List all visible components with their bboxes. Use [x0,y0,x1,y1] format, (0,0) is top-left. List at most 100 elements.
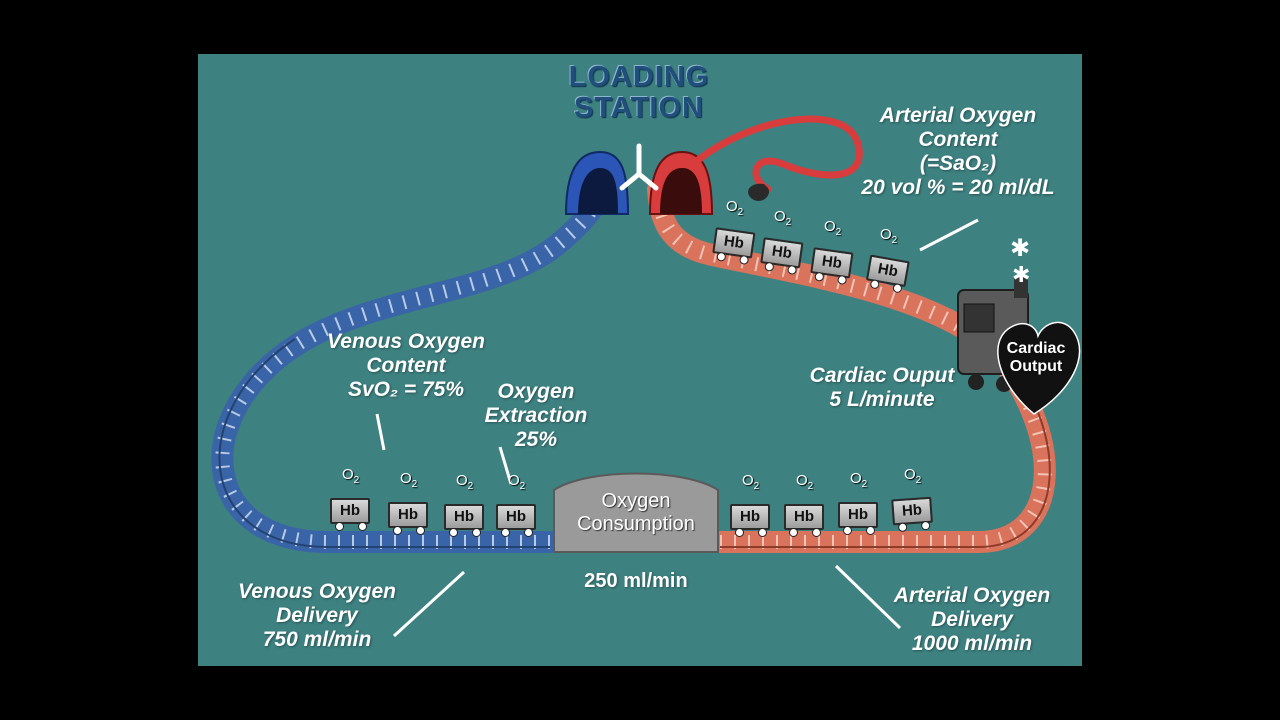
oxygen-subscript: 2 [785,217,792,228]
title-line-2: STATION [574,92,704,125]
car-wheel [449,528,458,537]
oxygen-subscript: 2 [807,481,814,492]
oxygen-symbol: O [774,208,786,225]
venous-delivery-line-2: Delivery [276,604,358,628]
oxygen-molecule: O2 [508,472,525,492]
car-hb-label: Hb [398,506,418,523]
oxygen-molecule: O2 [774,208,791,228]
hemoglobin-car: Hb [784,498,826,537]
car-body [730,504,770,530]
oxygen-symbol: O [726,198,738,215]
car-wheel [758,528,767,537]
car-wheel [416,526,425,535]
venous-content-line-3: SvO₂ = 75% [348,378,464,402]
arterial-content-line-4: 20 vol % = 20 ml/dL [861,176,1055,200]
arterial-content-pointer [919,218,979,252]
hemoglobin-car: Hb [730,498,772,537]
oxygen-subscript: 2 [467,481,474,492]
oxygen-subscript: 2 [861,479,868,490]
car-hb-label: Hb [848,506,868,523]
car-wheel [843,526,852,535]
car-hb-label: Hb [340,502,360,519]
track-drawing: ✱ ✱ [211,115,1081,638]
cardiac-output-label: Cardiac Ouput 5 L/minute [794,364,970,412]
hemoglobin-car: Hb [865,249,913,294]
oxygen-subscript: 2 [753,481,760,492]
venous-delivery-line-1: Venous Oxygen [238,580,396,603]
oxygen-symbol: O [796,472,808,489]
extraction-line-1: Oxygen [497,380,575,403]
car-wheel [335,522,344,531]
hemoglobin-car: Hb [496,498,538,537]
diagram-canvas: ✱ ✱ LOADING STATION Arterial Oxygen Cont… [198,54,1082,666]
heart-icon [997,321,1081,415]
arterial-delivery-pointer [834,564,902,630]
consumption-label: Oxygen Consumption [554,490,718,536]
car-hb-label: Hb [901,501,923,520]
car-body [330,498,370,524]
hemoglobin-car: Hb [760,231,807,276]
oxygen-symbol: O [456,472,468,489]
arterial-hose [694,115,863,193]
cardiac-output-line-2: 5 L/minute [829,388,935,412]
oxygen-subscript: 2 [353,475,360,486]
page-title: LOADING STATION [543,61,735,125]
venous-content-line-2: Content [366,354,446,378]
venous-content-label: Venous Oxygen Content SvO₂ = 75% [308,330,504,402]
oxygen-molecule: O2 [726,198,743,218]
oxygen-molecule: O2 [796,472,813,492]
car-wheel [866,526,875,535]
consumption-building [553,472,719,553]
arterial-content-line-2: Content [918,128,998,152]
oxygen-subscript: 2 [915,475,922,486]
cardiac-output-line-1: Cardiac Ouput [809,364,955,387]
car-wheel [735,528,744,537]
heart-label-line-1: Cardiac [1006,340,1066,357]
oxygen-symbol: O [904,466,916,483]
extraction-line-3: 25% [514,428,558,452]
title-line-1: LOADING [568,61,710,93]
venous-delivery-pointer [392,570,466,638]
hemoglobin-car: Hb [891,491,935,533]
venous-tunnel [564,150,630,215]
consumption-rate: 250 ml/min [584,570,688,592]
car-wheel [358,522,367,531]
oxygen-symbol: O [508,472,520,489]
hemoglobin-car: Hb [388,496,430,535]
car-wheel [812,528,821,537]
extraction-label: Oxygen Extraction 25% [468,380,604,452]
oxygen-molecule: O2 [850,470,867,490]
car-wheel [524,528,533,537]
steam-puff-icon: ✱ [1012,263,1030,288]
oxygen-molecule: O2 [880,226,897,246]
venous-track-rail [218,338,550,548]
heart-label-line-2: Output [1009,358,1063,376]
steam-puff-icon: ✱ [1010,234,1030,262]
oxygen-subscript: 2 [835,227,842,238]
oxygen-subscript: 2 [891,235,898,246]
car-hb-label: Hb [506,508,526,525]
car-body [496,504,536,530]
arterial-delivery-line-2: Delivery [931,608,1013,632]
oxygen-symbol: O [342,466,354,483]
oxygen-symbol: O [742,472,754,489]
oxygen-symbol: O [824,218,836,235]
arterial-delivery-line-3: 1000 ml/min [911,632,1033,656]
oxygen-subscript: 2 [411,479,418,490]
car-body [444,504,484,530]
car-hb-label: Hb [740,508,760,525]
consumption-line-1: Oxygen [601,490,671,512]
venous-track [211,178,611,553]
arterial-delivery-label: Arterial Oxygen Delivery 1000 ml/min [874,584,1070,656]
arterial-track [647,178,1056,553]
car-wheel [472,528,481,537]
heart-label: Cardiac Output [996,340,1076,377]
oxygen-symbol: O [880,226,892,243]
arterial-content-line-3: (=SaO₂) [919,152,997,176]
car-wheel [789,528,798,537]
car-hb-label: Hb [454,508,474,525]
oxygen-molecule: O2 [456,472,473,492]
oxygen-molecule: O2 [904,466,921,486]
car-body [784,504,824,530]
car-body [388,502,428,528]
